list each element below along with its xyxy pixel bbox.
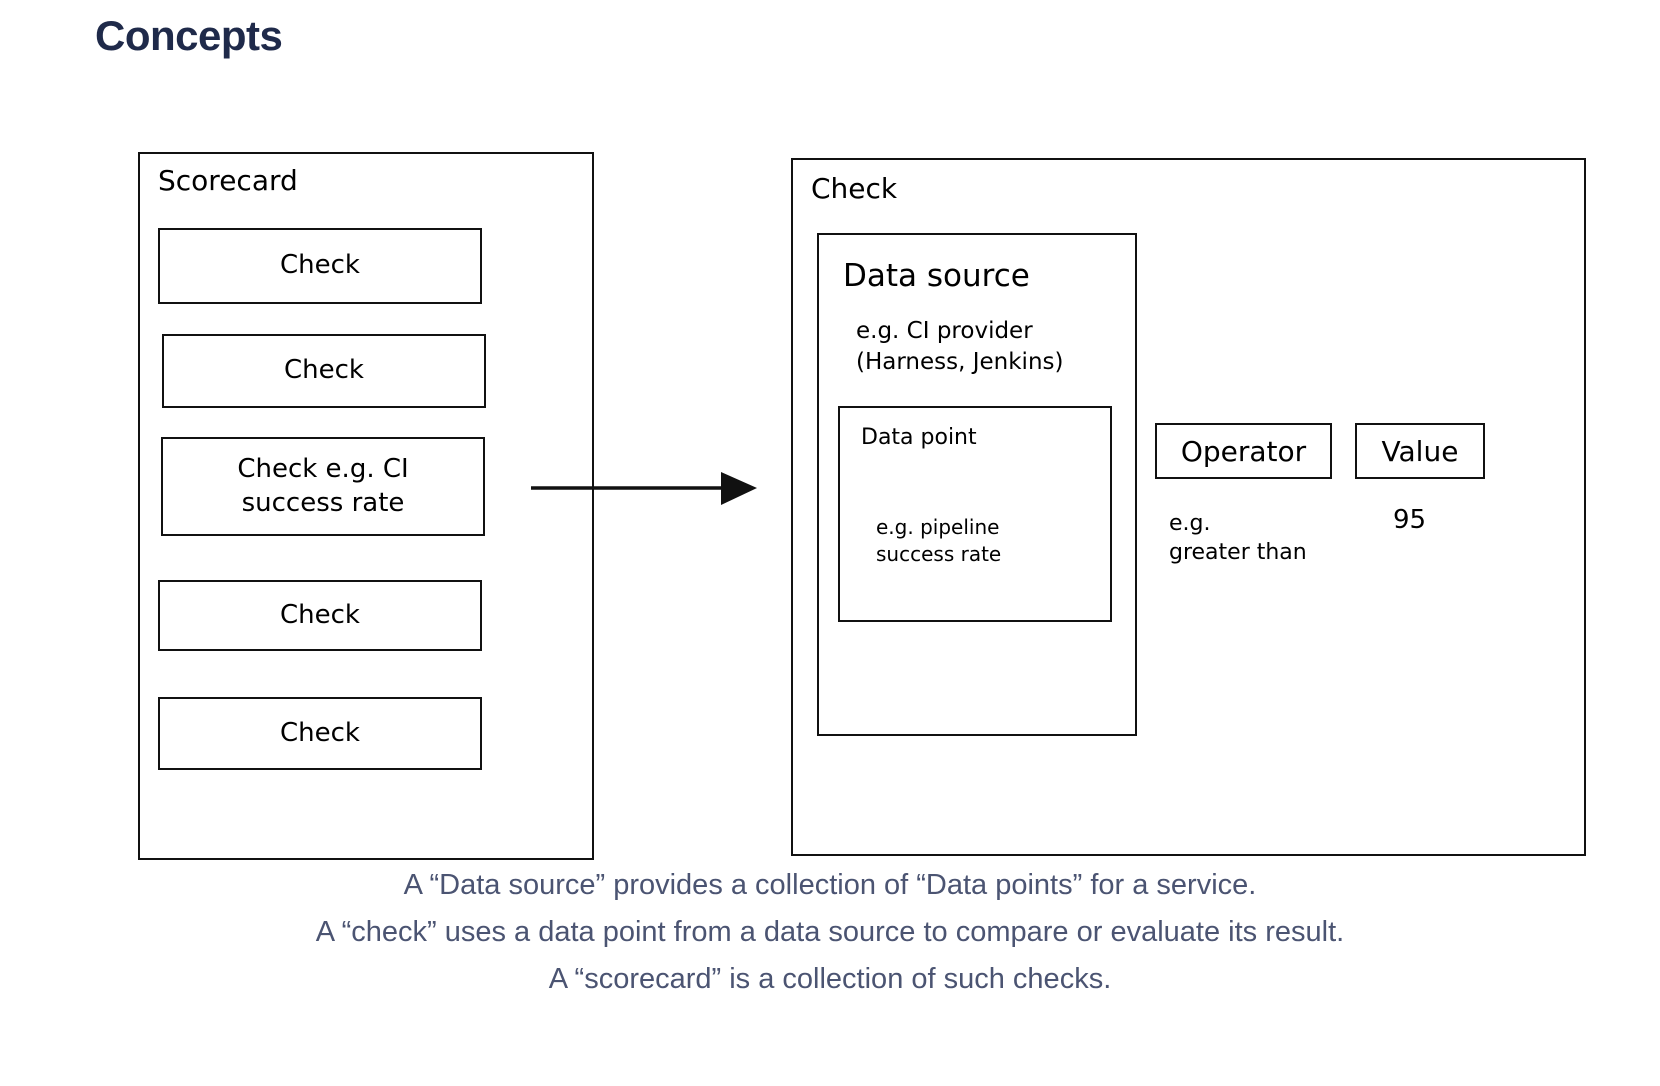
operator-example-note: e.g. greater than (1169, 511, 1307, 565)
scorecard-check-item-ci-success-rate[interactable]: Check e.g. CI success rate (161, 437, 485, 536)
value-label: Value (1381, 434, 1459, 468)
operator-label: Operator (1180, 434, 1307, 468)
scorecard-check-label: Check (280, 599, 360, 630)
concepts-diagram: Scorecard Check Check Check e.g. CI succ… (138, 152, 1586, 860)
data-source-example-note: e.g. CI provider (Harness, Jenkins) (856, 318, 1064, 376)
data-source-container (817, 233, 1137, 736)
scorecard-label: Scorecard (158, 164, 298, 197)
caption-block: A “Data source” provides a collection of… (0, 862, 1660, 1003)
page-title: Concepts (95, 12, 283, 59)
scorecard-check-label: Check (284, 355, 364, 386)
caption-line-1: A “Data source” provides a collection of… (403, 869, 1257, 901)
scorecard-check-item-5[interactable]: Check (158, 697, 482, 770)
value-example-number: 95 (1393, 505, 1427, 535)
data-point-title: Data point (861, 425, 977, 450)
scorecard-check-label: Check e.g. CI success rate (237, 454, 409, 518)
check-container (791, 158, 1586, 856)
caption-line-2: A “check” uses a data point from a data … (315, 915, 1345, 948)
scorecard-check-item-4[interactable]: Check (158, 580, 482, 651)
scorecard-container (138, 152, 594, 860)
scorecard-check-item-2[interactable]: Check (162, 334, 486, 408)
data-source-title: Data source (843, 258, 1030, 294)
value-box[interactable]: Value (1355, 423, 1485, 479)
data-point-example-note: e.g. pipeline success rate (876, 515, 1002, 566)
scorecard-check-label: Check (280, 717, 360, 748)
operator-box[interactable]: Operator (1155, 423, 1332, 479)
data-point-container (838, 406, 1112, 622)
check-label: Check (811, 172, 898, 205)
caption-line-3: A “scorecard” is a collection of such ch… (548, 962, 1112, 995)
scorecard-check-label: Check (280, 250, 360, 281)
scorecard-check-item-1[interactable]: Check (158, 228, 482, 304)
arrow-right-icon (531, 472, 757, 505)
